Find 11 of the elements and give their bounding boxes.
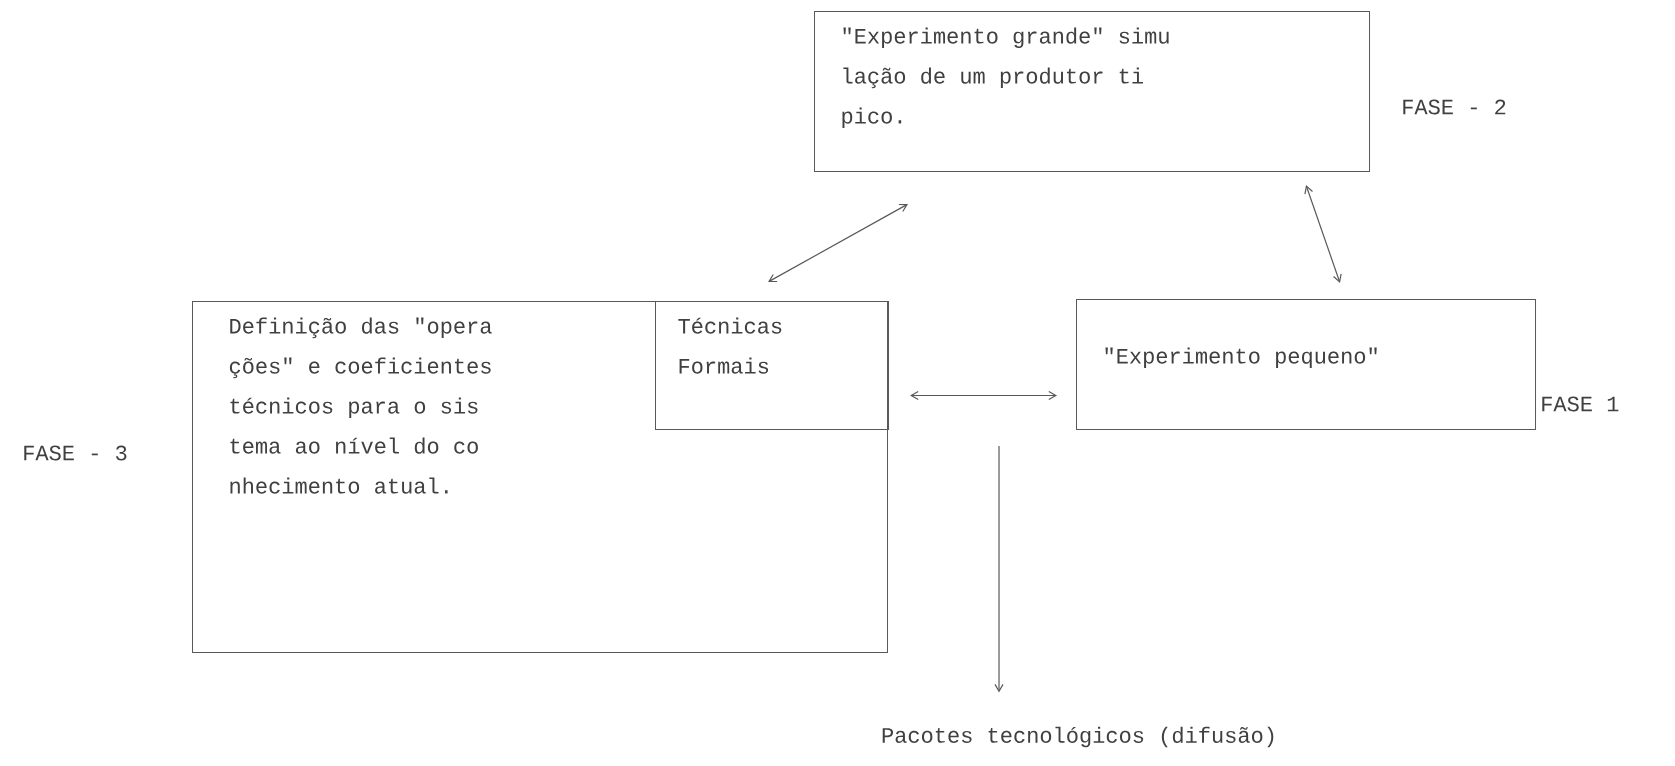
output-text: Pacotes tecnológicos (difusão) (882, 726, 1274, 748)
arrow (910, 390, 1057, 401)
process-box: "Experimento grande" simu lação de um produtor ti pico. (814, 11, 1370, 172)
arrow (768, 203, 908, 283)
phase-label: FASE - 2 (1403, 99, 1506, 115)
phase-label: FASE 1 (1542, 396, 1619, 412)
arrow (1304, 185, 1342, 283)
arrow (994, 445, 1004, 693)
process-box: Técnicas Formais (655, 301, 889, 430)
process-box: "Experimento pequeno" (1076, 299, 1536, 430)
phase-label: FASE - 3 (24, 445, 127, 461)
